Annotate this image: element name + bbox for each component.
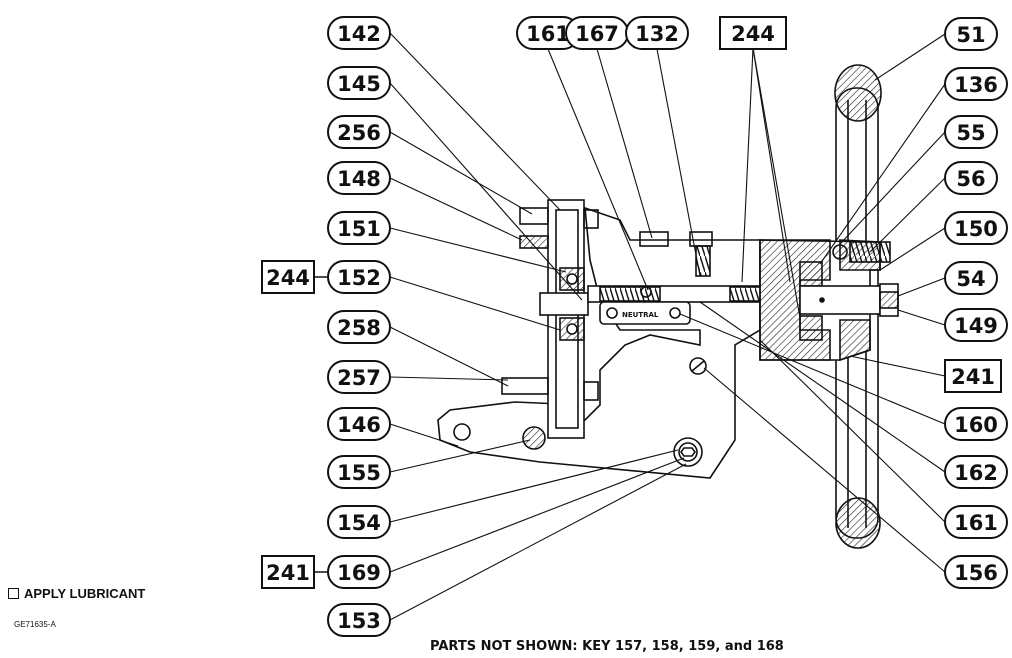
callout-152: 152 (327, 260, 391, 294)
callout-54: 54 (944, 261, 998, 295)
callout-56: 56 (944, 161, 998, 195)
svg-text:162: 162 (954, 461, 998, 485)
svg-text:241: 241 (951, 365, 995, 389)
callout-167: 167 (565, 16, 629, 50)
callout-149: 149 (944, 308, 1008, 342)
svg-text:132: 132 (635, 22, 679, 46)
svg-text:56: 56 (956, 167, 985, 191)
callout-146: 146 (327, 407, 391, 441)
boxed-callout-244-left: 244 (261, 260, 328, 294)
lubricant-legend: APPLY LUBRICANT (8, 586, 145, 601)
svg-text:161: 161 (526, 22, 570, 46)
svg-text:169: 169 (337, 561, 381, 585)
callout-155: 155 (327, 455, 391, 489)
callout-156: 156 (944, 555, 1008, 589)
boxed-callout-241-left: 241 (261, 555, 328, 589)
callout-153: 153 (327, 603, 391, 637)
callout-55: 55 (944, 115, 998, 149)
svg-text:156: 156 (954, 561, 998, 585)
lubricant-label: APPLY LUBRICANT (24, 586, 146, 601)
svg-text:167: 167 (575, 22, 619, 46)
callout-257: 257 (327, 360, 391, 394)
svg-text:258: 258 (337, 316, 381, 340)
svg-text:145: 145 (337, 72, 381, 96)
callout-145: 145 (327, 66, 391, 100)
mechanism-drawing (437, 64, 899, 549)
boxed-callout-241-right: 241 (944, 359, 1002, 393)
svg-text:244: 244 (266, 266, 310, 290)
callout-161-bottom: 161 (944, 505, 1008, 539)
svg-text:155: 155 (337, 461, 381, 485)
callout-154: 154 (327, 505, 391, 539)
callouts-right: 51 136 55 56 150 54 149 241 160 162 161 … (944, 17, 1008, 589)
callout-256: 256 (327, 115, 391, 149)
svg-text:153: 153 (337, 609, 381, 633)
callout-136: 136 (944, 67, 1008, 101)
svg-text:136: 136 (954, 73, 998, 97)
callout-151: 151 (327, 211, 391, 245)
svg-text:160: 160 (954, 413, 998, 437)
callout-142: 142 (327, 16, 391, 50)
svg-text:161: 161 (954, 511, 998, 535)
svg-text:146: 146 (337, 413, 381, 437)
svg-text:149: 149 (954, 314, 998, 338)
callout-162: 162 (944, 455, 1008, 489)
svg-text:154: 154 (337, 511, 381, 535)
svg-text:257: 257 (337, 366, 381, 390)
svg-text:241: 241 (266, 561, 310, 585)
neutral-engraving: NEUTRAL (622, 311, 659, 319)
svg-text:55: 55 (956, 121, 985, 145)
callout-148: 148 (327, 161, 391, 195)
callout-51: 51 (944, 17, 998, 51)
callout-160: 160 (944, 407, 1008, 441)
callout-258: 258 (327, 310, 391, 344)
leader-lines (389, 32, 946, 621)
callout-132: 132 (625, 16, 689, 50)
callouts-left: 142 145 256 148 151 152 258 257 146 155 … (327, 16, 391, 637)
svg-text:244: 244 (731, 22, 775, 46)
callout-161-top: 161 (516, 16, 580, 50)
callout-150: 150 (944, 211, 1008, 245)
svg-text:142: 142 (337, 22, 381, 46)
svg-text:148: 148 (337, 167, 381, 191)
drawing-code: GE71635-A (14, 620, 56, 629)
callouts-top: 161 167 132 244 (516, 16, 787, 50)
lubricant-box-icon (8, 588, 19, 599)
callout-169: 169 (327, 555, 391, 589)
svg-text:256: 256 (337, 121, 381, 145)
svg-text:152: 152 (337, 266, 381, 290)
svg-text:151: 151 (337, 217, 381, 241)
svg-text:51: 51 (956, 23, 985, 47)
svg-text:54: 54 (956, 267, 985, 291)
boxed-callout-244-top: 244 (719, 16, 787, 50)
svg-text:150: 150 (954, 217, 998, 241)
parts-not-shown-note: PARTS NOT SHOWN: KEY 157, 158, 159, and … (430, 639, 784, 654)
